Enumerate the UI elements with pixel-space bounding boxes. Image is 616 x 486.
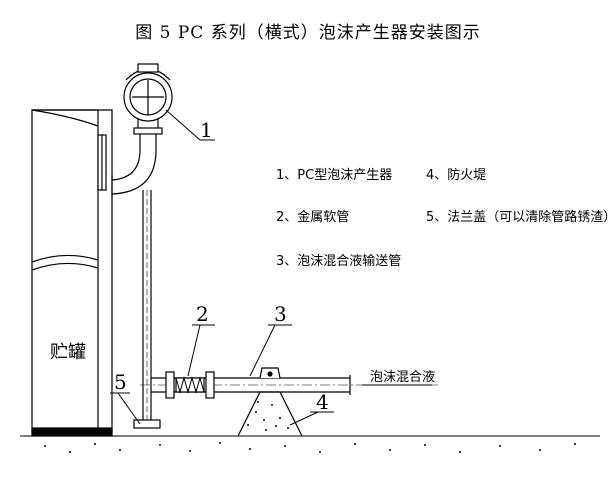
- horizontal-pipe: [140, 371, 440, 399]
- leader-lines: [110, 109, 432, 426]
- flow-label: 泡沫混合液: [370, 370, 436, 385]
- legend-item-1: 1、PC型泡沫产生器: [276, 168, 393, 183]
- callout-3: 3: [274, 302, 287, 326]
- legend-item-5: 5、法兰盖（可以清除管路锈渣）: [426, 210, 616, 225]
- legend-item-2: 2、金属软管: [276, 210, 350, 225]
- storage-tank: [31, 109, 113, 437]
- legend-item-3: 3、泡沫混合液输送管: [276, 254, 402, 269]
- callout-5: 5: [114, 370, 127, 394]
- tank-label: 贮罐: [50, 342, 86, 363]
- fire-dike: [237, 367, 303, 437]
- vertical-pipe: [133, 190, 161, 429]
- callout-1: 1: [200, 118, 213, 142]
- ground: [20, 435, 600, 453]
- foam-generator: [111, 63, 173, 198]
- legend-item-4: 4、防火堤: [426, 168, 487, 183]
- callout-4: 4: [316, 390, 329, 414]
- callout-2: 2: [196, 302, 209, 326]
- diagram-title: 图 5 PC 系列（横式）泡沫产生器安装图示: [135, 23, 481, 43]
